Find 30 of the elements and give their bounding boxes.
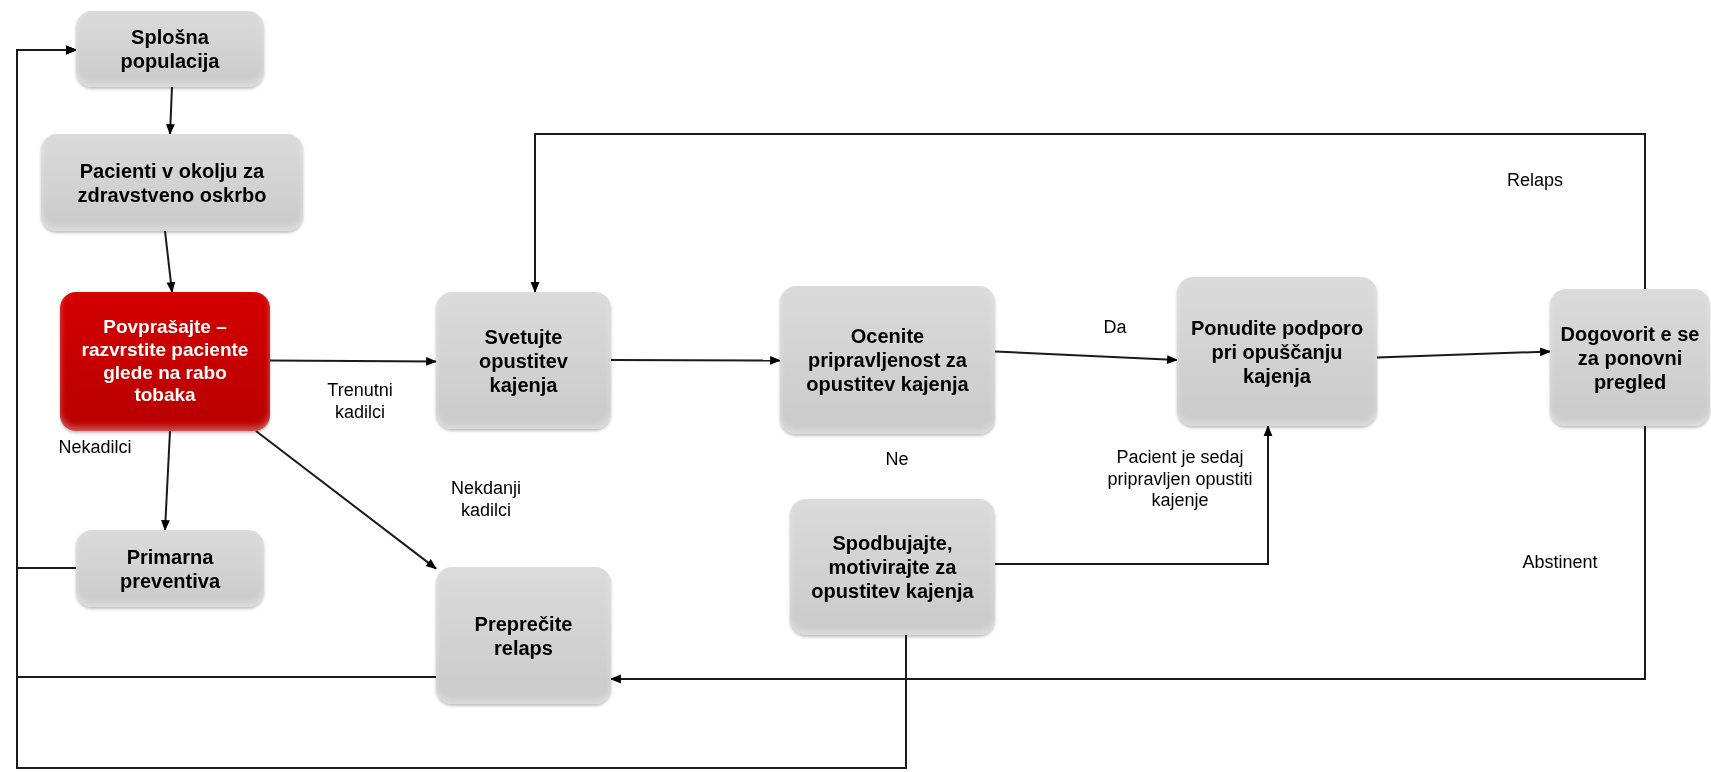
edge-label: Trenutni kadilci (326, 380, 394, 424)
arrow (609, 425, 1646, 684)
process-box: Povprašajte – razvrstite paciente glede na rabo tobaka (60, 292, 270, 431)
edge-label: Pacient je sedaj pripravljen opustiti kajenje (1106, 447, 1254, 512)
process-box: Ocenite pripravljenost za opustitev kajenja (780, 286, 995, 434)
process-box: Pacienti v okolju za zdravstveno oskrbo (41, 134, 303, 231)
process-box: Spodbujajte, motivirajte za opustitev kajenja (790, 499, 995, 635)
branch-label: Ne (884, 449, 910, 471)
process-box: Ponudite podporo pri opuščanju kajenja (1177, 277, 1377, 426)
process-box: Preprečite relaps (436, 567, 611, 704)
edge-label: Relaps (1506, 170, 1564, 192)
process-box: Svetujte opustitev kajenja (436, 292, 611, 429)
edge-label: Nekadilci (57, 437, 133, 459)
edge-label: Abstinent (1521, 552, 1599, 574)
process-box: Splošna populacija (76, 11, 264, 87)
arrow (269, 357, 438, 366)
process-box: Primarna preventiva (76, 530, 264, 607)
arrow (610, 356, 782, 365)
arrow (166, 86, 175, 136)
edge-label: Da (1102, 317, 1128, 339)
process-box: Dogovorit e se za ponovni pregled (1550, 289, 1710, 426)
arrow (161, 430, 171, 532)
arrow (994, 350, 1179, 364)
arrow (1376, 347, 1552, 359)
arrow (994, 424, 1273, 565)
arrow (16, 45, 907, 769)
edge-label: Nekdanji kadilci (449, 478, 522, 522)
arrow (530, 133, 1646, 294)
arrow (254, 430, 437, 570)
arrow (164, 230, 176, 294)
